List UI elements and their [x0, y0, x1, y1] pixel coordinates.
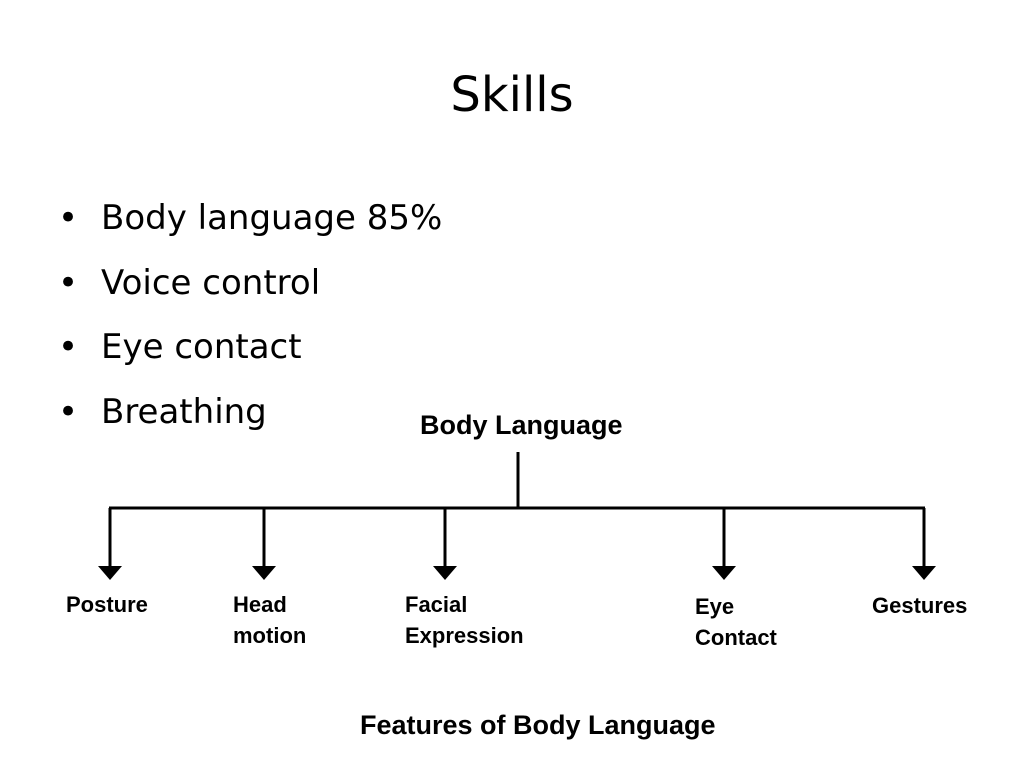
bullet-text: Breathing: [101, 391, 267, 432]
arrow-down-icon: [433, 566, 457, 580]
bullet-list: • Body language 85% • Voice control • Ey…: [58, 186, 442, 444]
arrow-down-icon: [98, 566, 122, 580]
leaf-label: Expression: [405, 623, 524, 648]
bullet-text: Voice control: [101, 262, 321, 303]
bullet-item: • Breathing: [58, 380, 442, 445]
diagram-caption: Features of Body Language: [360, 710, 716, 740]
leaf-label: motion: [233, 623, 307, 648]
leaf-eye-contact: Eye Contact: [695, 591, 777, 653]
leaf-label: Gestures: [872, 593, 968, 618]
bullet-item: • Voice control: [58, 251, 442, 316]
bullet-item: • Body language 85%: [58, 186, 442, 251]
bullet-text: Eye contact: [101, 327, 302, 367]
leaf-label: Contact: [695, 625, 777, 650]
bullet-item: • Eye contact: [58, 315, 442, 380]
bullet-point: •: [58, 391, 79, 432]
bullet-point: •: [58, 198, 79, 238]
leaf-label: Facial: [405, 592, 468, 617]
arrow-down-icon: [712, 566, 736, 580]
bullet-point: •: [58, 327, 79, 367]
arrow-down-icon: [252, 566, 276, 580]
leaf-facial-expression: Facial Expression: [405, 589, 524, 651]
leaf-label: Head: [233, 592, 287, 617]
arrow-down-icon: [912, 566, 936, 580]
slide-title: Skills: [450, 67, 574, 123]
bullet-text: Body language 85%: [101, 198, 443, 238]
leaf-gestures: Gestures: [872, 590, 967, 621]
leaf-label: Eye: [695, 594, 735, 619]
bullet-point: •: [58, 262, 79, 303]
leaf-posture: Posture: [66, 589, 148, 620]
leaf-head-motion: Head motion: [233, 589, 306, 651]
diagram-root-label: Body Language: [420, 410, 623, 440]
leaf-label: Posture: [66, 592, 148, 617]
